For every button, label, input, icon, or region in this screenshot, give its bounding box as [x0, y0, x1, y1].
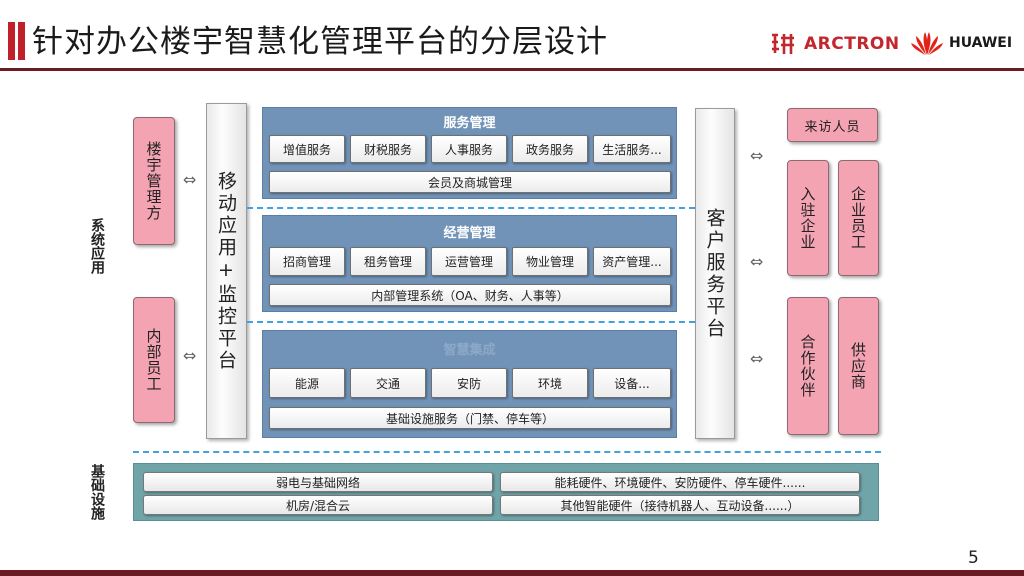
service-management-layer: 服务管理 增值服务 财税服务 人事服务 政务服务 生活服务... 会员及商城管理 — [262, 107, 677, 199]
integration-cell: 安防 — [431, 368, 507, 398]
operation-cell: 资产管理... — [593, 247, 671, 276]
bidirectional-arrow-icon: ⇔ — [750, 349, 764, 368]
operation-cell: 租务管理 — [350, 247, 426, 276]
infrastructure-divider — [133, 451, 881, 453]
infra-cell: 弱电与基础网络 — [143, 472, 493, 492]
building-manager-box: 楼宇管理方 — [133, 117, 175, 245]
visitor-label: 来访人员 — [804, 119, 861, 135]
operation-cell: 运营管理 — [431, 247, 507, 276]
huawei-petals-icon — [911, 32, 943, 55]
integration-cell: 环境 — [512, 368, 588, 398]
operation-bar: 内部管理系统（OA、财务、人事等） — [269, 284, 671, 306]
label-system-application: 系统应用 — [89, 218, 105, 274]
label-infrastructure: 基础设施 — [89, 464, 105, 520]
bidirectional-arrow-icon: ⇔ — [183, 170, 197, 189]
page-title: 针对办公楼宇智慧化管理平台的分层设计 — [32, 24, 608, 60]
company-employee-box: 企业员工 — [838, 160, 879, 276]
integration-bar: 基础设施服务（门禁、停车等） — [269, 407, 671, 429]
footer-divider — [0, 570, 1024, 576]
supplier-box: 供应商 — [838, 297, 879, 435]
huawei-logo-text: HUAWEI — [949, 35, 1013, 51]
page-number: 5 — [968, 548, 979, 568]
integration-cell: 能源 — [269, 368, 345, 398]
layer-divider — [247, 207, 695, 209]
infra-cell: 其他智能硬件（接待机器人、互动设备......） — [500, 495, 860, 515]
integration-cell: 交通 — [350, 368, 426, 398]
building-manager-label: 楼宇管理方 — [144, 141, 163, 221]
partner-box: 合作伙伴 — [787, 297, 829, 435]
partner-label: 合作伙伴 — [798, 334, 817, 398]
customer-service-platform: 客户服务平台 — [695, 108, 735, 439]
infra-cell: 能耗硬件、环境硬件、安防硬件、停车硬件...... — [500, 472, 860, 492]
operation-management-title: 经营管理 — [443, 226, 496, 241]
infrastructure-layer: 弱电与基础网络 能耗硬件、环境硬件、安防硬件、停车硬件...... 机房/混合云… — [133, 463, 879, 521]
layer-divider — [247, 321, 695, 323]
tenant-company-box: 入驻企业 — [787, 160, 829, 276]
smart-integration-title: 智慧集成 — [443, 343, 496, 358]
service-cell: 财税服务 — [350, 135, 426, 163]
bidirectional-arrow-icon: ⇔ — [183, 346, 197, 365]
bidirectional-arrow-icon: ⇔ — [750, 146, 764, 165]
title-accent-bar — [18, 22, 25, 60]
internal-staff-box: 内部员工 — [133, 297, 175, 423]
internal-staff-label: 内部员工 — [144, 328, 163, 392]
service-cell: 增值服务 — [269, 135, 345, 163]
tenant-company-label: 入驻企业 — [798, 186, 817, 250]
integration-cell: 设备... — [593, 368, 671, 398]
arctron-logo-text: ARCTRON — [804, 34, 900, 54]
title-accent-bar — [8, 22, 15, 60]
operation-cell: 物业管理 — [512, 247, 588, 276]
service-cell: 政务服务 — [512, 135, 588, 163]
arctron-logo: ARCTRON — [770, 32, 900, 56]
operation-management-layer: 经营管理 招商管理 租务管理 运营管理 物业管理 资产管理... 内部管理系统（… — [262, 215, 677, 312]
operation-cell: 招商管理 — [269, 247, 345, 276]
mobile-monitoring-platform: 移动应用+监控平台 — [206, 103, 247, 439]
mobile-monitoring-platform-label: 移动应用+监控平台 — [215, 170, 237, 372]
huawei-logo: HUAWEI — [910, 30, 1012, 56]
company-employee-label: 企业员工 — [849, 186, 867, 250]
smart-integration-layer: 智慧集成 能源 交通 安防 环境 设备... 基础设施服务（门禁、停车等） — [262, 330, 677, 438]
service-management-title: 服务管理 — [443, 116, 496, 131]
service-cell: 人事服务 — [431, 135, 507, 163]
visitor-box: 来访人员 — [787, 108, 878, 142]
header-divider — [0, 68, 1024, 71]
service-cell: 生活服务... — [593, 135, 671, 163]
arctron-mark-icon — [772, 33, 794, 54]
bidirectional-arrow-icon: ⇔ — [750, 252, 764, 271]
customer-service-platform-label: 客户服务平台 — [703, 207, 726, 340]
service-bar: 会员及商城管理 — [269, 171, 671, 193]
infra-cell: 机房/混合云 — [143, 495, 493, 515]
supplier-label: 供应商 — [849, 342, 867, 390]
